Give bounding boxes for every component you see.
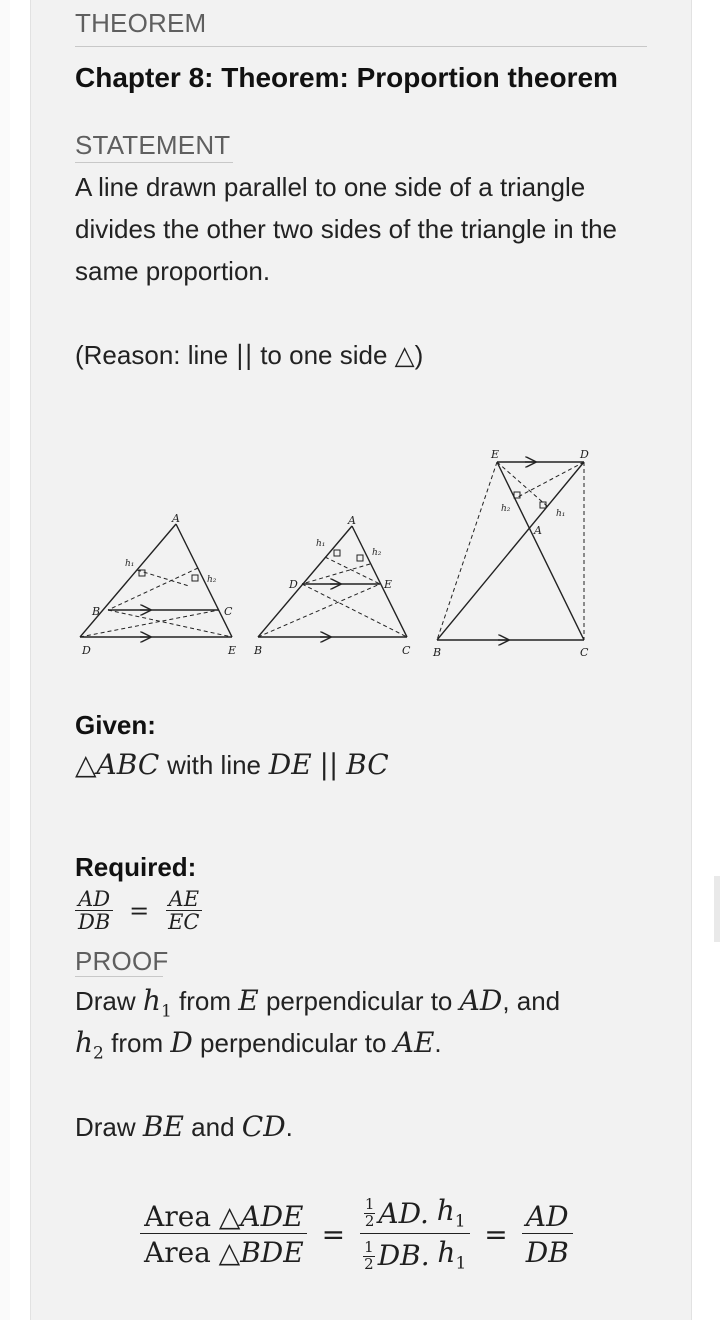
- proof2-AE: AE: [393, 1026, 435, 1059]
- proof3-CD: CD: [241, 1110, 286, 1143]
- required-label: Required:: [75, 852, 197, 882]
- given-parallel: ||: [319, 748, 339, 781]
- statement-underline: [75, 162, 233, 163]
- left-gutter: [0, 0, 10, 1320]
- area-den-3: DB: [525, 1236, 569, 1270]
- required-lhs-fraction: AD DB: [75, 888, 114, 935]
- reason-text: (Reason: line || to one side △): [75, 334, 645, 377]
- figure-1: [79, 523, 233, 637]
- given-label: Given:: [75, 710, 156, 740]
- proof-underline: [75, 976, 163, 977]
- fig2-label-h2: h₂: [372, 548, 382, 558]
- proof3-and: and: [191, 1112, 235, 1142]
- fig2-label-h1: h₁: [316, 539, 325, 549]
- statement-text: A line drawn parallel to one side of a t…: [75, 172, 617, 286]
- proof-line-1: Draw h1 from E perpendicular to AD, and: [75, 980, 645, 1033]
- triangle-symbol: △: [394, 341, 415, 371]
- required-rhs-fraction: AE EC: [165, 888, 203, 935]
- section-label-theorem: THEOREM: [75, 8, 207, 38]
- area-fraction-1: Area △ADE Area △BDE: [140, 1202, 308, 1268]
- fig1-label-h2: h₂: [207, 575, 217, 585]
- reason-prefix: (Reason: line: [75, 340, 229, 370]
- fig3-label-h1: h₁: [556, 509, 565, 519]
- fig3-label-A: A: [533, 524, 542, 537]
- proof3-end: .: [285, 1112, 293, 1142]
- proof1-E: E: [238, 984, 259, 1017]
- fig3-label-E: E: [490, 448, 499, 461]
- proof2-from: from: [111, 1028, 164, 1058]
- fig2-label-B: B: [253, 644, 262, 657]
- given-text: △ABC with line DE || BC: [75, 744, 645, 786]
- fig1-label-h1: h₁: [125, 559, 134, 569]
- half-fraction-den: 1 2: [363, 1237, 375, 1273]
- required-lhs-den: DB: [78, 910, 111, 935]
- fig3-label-B: B: [432, 646, 441, 659]
- figure-2: [257, 525, 408, 637]
- given-abc: ABC: [96, 748, 160, 781]
- theorem-figures: D B A C E h₁ h₂ B D A E C h₁ h₂: [79, 448, 589, 659]
- proof-line-2: h2 from D perpendicular to AE.: [75, 1022, 645, 1075]
- given-de: DE: [268, 748, 312, 781]
- figure-3: [436, 462, 585, 640]
- fig2-label-E: E: [383, 578, 392, 591]
- fig3-label-C: C: [580, 646, 589, 659]
- given-with-line: with line: [167, 750, 262, 780]
- parallel-symbol: ||: [235, 341, 253, 371]
- area-equals-2: =: [484, 1218, 508, 1252]
- fig1-label-D: D: [81, 644, 91, 657]
- area-num-2: 1 2 AD. h1: [359, 1195, 470, 1235]
- section-label-statement: STATEMENT: [75, 130, 231, 160]
- proof3-draw: Draw: [75, 1112, 136, 1142]
- section-label-proof: PROOF: [75, 946, 169, 976]
- page-title: Chapter 8: Theorem: Proportion theorem: [75, 62, 618, 93]
- required-equation: AD DB = AE EC: [75, 888, 203, 935]
- area-equation: Area △ADE Area △BDE = 1 2 AD. h1 1 2 DB.…: [140, 1196, 573, 1274]
- required-rhs-den: EC: [168, 910, 200, 935]
- half-fraction-num: 1 2: [363, 1195, 376, 1231]
- proof1-h1: h1: [142, 984, 172, 1022]
- required-lhs-num: AD: [75, 888, 114, 912]
- proof1-from: from: [179, 986, 232, 1016]
- reason-middle: to one side: [260, 340, 388, 370]
- fig3-label-h2: h₂: [501, 504, 511, 514]
- proof3-BE: BE: [142, 1110, 184, 1143]
- area-num-3: AD: [521, 1202, 573, 1235]
- proof1-perp: perpendicular to: [265, 986, 453, 1016]
- fig2-label-A: A: [347, 514, 356, 527]
- fig3-label-D: D: [579, 448, 589, 461]
- given-triangle-symbol: △: [75, 748, 97, 781]
- scroll-edge-tab[interactable]: [714, 876, 720, 942]
- proof2-end: .: [434, 1028, 442, 1058]
- area-equals-1: =: [321, 1218, 346, 1252]
- proof1-and: , and: [502, 986, 561, 1016]
- proof2-D: D: [170, 1026, 193, 1059]
- fig2-label-D: D: [288, 578, 298, 591]
- required-rhs-num: AE: [165, 888, 203, 912]
- proof1-AD: AD: [459, 984, 503, 1017]
- proof2-h2: h2: [75, 1026, 104, 1064]
- fig1-label-A: A: [171, 512, 180, 525]
- area-fraction-3: AD DB: [521, 1202, 573, 1270]
- fig1-label-E: E: [227, 644, 236, 657]
- fig2-label-C: C: [402, 644, 411, 657]
- required-equals: =: [129, 896, 150, 925]
- proof-line-3: Draw BE and CD.: [75, 1106, 645, 1148]
- fig1-label-B: B: [91, 605, 100, 618]
- area-fraction-2: 1 2 AD. h1 1 2 DB. h1: [359, 1196, 470, 1274]
- fig1-label-C: C: [224, 605, 233, 618]
- reason-suffix: ): [414, 340, 424, 370]
- proof1-draw: Draw: [75, 986, 136, 1016]
- section-divider: [75, 46, 647, 47]
- content-card: [30, 0, 692, 1320]
- area-num-1: Area △ADE: [140, 1202, 308, 1235]
- proof2-perp: perpendicular to: [200, 1028, 387, 1058]
- area-den-2: 1 2 DB. h1: [363, 1236, 467, 1275]
- area-den-1: Area △BDE: [144, 1236, 304, 1270]
- given-bc: BC: [346, 748, 389, 781]
